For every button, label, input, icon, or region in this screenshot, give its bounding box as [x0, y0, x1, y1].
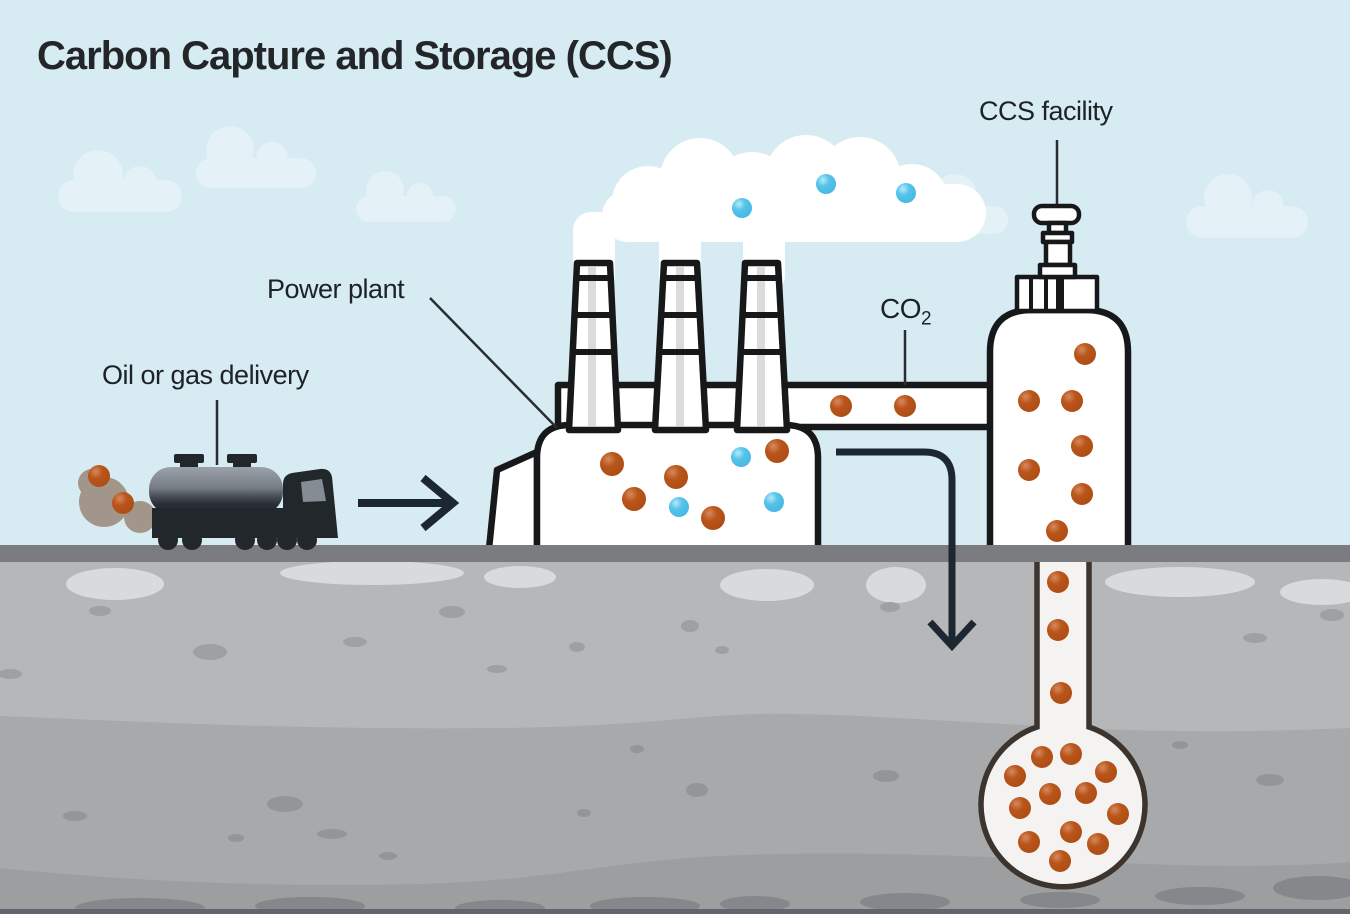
- tank-crown: [1014, 274, 1100, 314]
- truck-wheels: [158, 530, 317, 550]
- chimney-icon: [565, 259, 622, 434]
- storage-well: [978, 556, 1148, 890]
- soil-pebbles: [0, 602, 1344, 679]
- co2-dots-reservoir: [1004, 743, 1129, 872]
- right-arrow-icon: [358, 474, 460, 532]
- smokestacks: [565, 259, 791, 434]
- smokestack-steam-cloud: [573, 135, 986, 294]
- chimney-icon: [651, 259, 710, 434]
- soil-highlight-blobs: [66, 561, 1350, 605]
- chimney-icon: [733, 259, 791, 434]
- co2-subscript-text: 2: [921, 308, 932, 330]
- soil-pebbles: [63, 741, 1284, 860]
- power-plant-leader-line: [429, 297, 558, 429]
- background-clouds: [58, 126, 1308, 238]
- cloud-icon: [58, 150, 182, 212]
- tank-valve: [1031, 203, 1082, 280]
- label-ccs-facility: CCS facility: [979, 96, 1113, 126]
- co2-base-text: CO: [880, 293, 922, 324]
- power-plant-building: [485, 421, 822, 556]
- ground-surface: [0, 545, 1350, 562]
- ccs-facility-tank: [986, 203, 1132, 556]
- label-oil-or-gas-delivery: Oil or gas delivery: [102, 360, 309, 390]
- co2-dots-exhaust: [88, 465, 134, 514]
- underground-layers: [0, 561, 1350, 914]
- truck-window: [301, 479, 326, 502]
- co2-dots-pipe: [830, 395, 916, 417]
- label-co2: CO2: [880, 293, 932, 330]
- co2-dots-well-shaft: [1047, 571, 1072, 704]
- co2-captured-dots-steam: [732, 174, 916, 218]
- truck-icon: [78, 454, 338, 550]
- down-arrow-icon: [836, 448, 977, 652]
- page-title: Carbon Capture and Storage (CCS): [37, 34, 673, 78]
- tank-body: [986, 306, 1132, 556]
- captured-dots-plant: [669, 447, 784, 517]
- tanker-barrel: [149, 467, 283, 514]
- bottom-edge-line: [0, 909, 1350, 914]
- co2-dots-plant: [600, 439, 789, 530]
- cloud-icon: [356, 171, 456, 222]
- cloud-icon: [196, 126, 316, 188]
- truck-cab: [283, 468, 338, 538]
- cloud-icon: [1186, 174, 1308, 238]
- co2-dots-tank: [1018, 343, 1096, 542]
- tanker-caps: [174, 454, 257, 469]
- label-power-plant: Power plant: [267, 274, 405, 304]
